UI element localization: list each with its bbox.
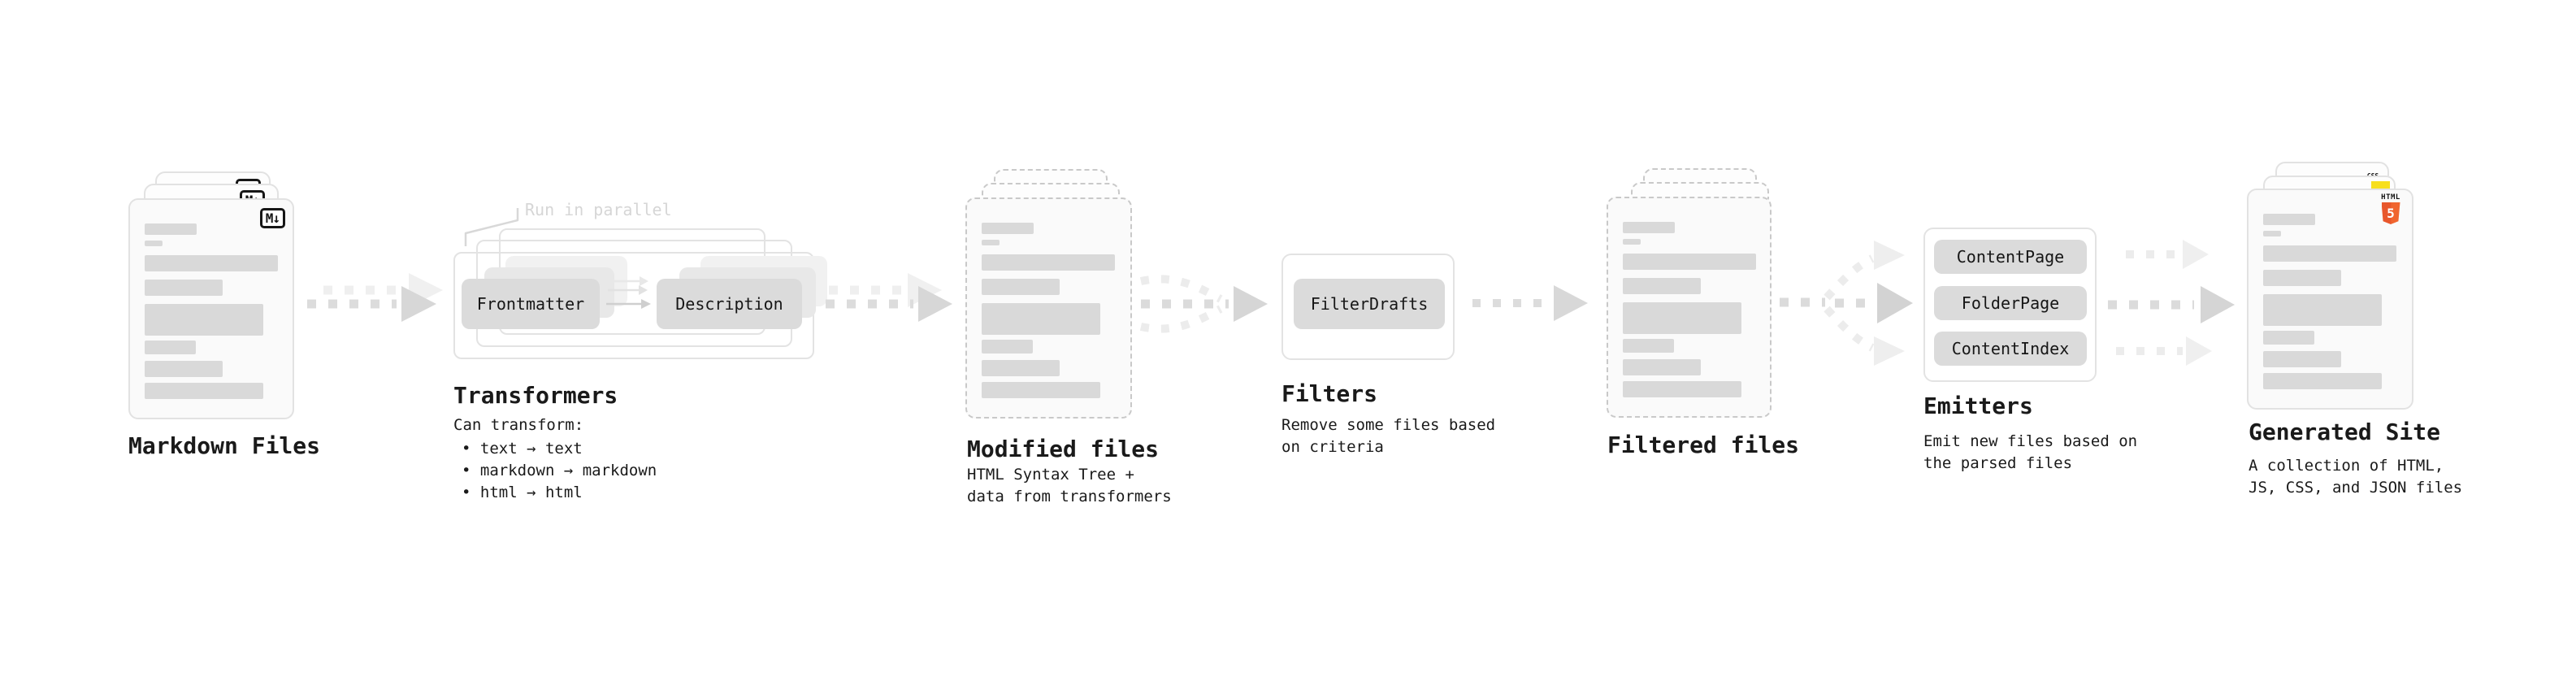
text-placeholder-bar <box>1623 222 1675 233</box>
text-placeholder-bar <box>1623 339 1674 353</box>
text-placeholder-bar <box>2263 294 2382 326</box>
contentpage-box: ContentPage <box>1934 240 2087 274</box>
description-box: Description <box>657 279 802 329</box>
filters-desc: on criteria <box>1281 438 1384 456</box>
generated-site-desc: A collection of HTML, <box>2249 457 2444 475</box>
text-placeholder-bar <box>145 241 163 246</box>
text-placeholder-bar <box>2263 231 2281 236</box>
generated-site-title: Generated Site <box>2249 419 2441 445</box>
text-placeholder-bar <box>1623 302 1741 334</box>
transformers-desc-heading: Can transform: <box>453 416 584 434</box>
modified-files-desc: HTML Syntax Tree + <box>967 466 1134 484</box>
text-placeholder-bar <box>982 340 1033 354</box>
markdown-file-card: M↓ <box>128 198 294 419</box>
text-placeholder-bar <box>1623 278 1701 294</box>
text-placeholder-bar <box>145 280 223 296</box>
emitters-title: Emitters <box>1923 393 2033 419</box>
text-placeholder-bar <box>982 254 1115 271</box>
contentindex-box: ContentIndex <box>1934 332 2087 366</box>
run-in-parallel-callout-line <box>464 208 519 246</box>
folderpage-box: FolderPage <box>1934 286 2087 320</box>
text-placeholder-bar <box>982 240 1000 245</box>
text-placeholder-bar <box>145 361 223 377</box>
html5-icon-number: 5 <box>2387 206 2395 221</box>
parallel-run-arrows <box>606 276 651 309</box>
text-placeholder-bar <box>982 360 1060 376</box>
frontmatter-box: Frontmatter <box>462 279 600 329</box>
text-placeholder-bar <box>1623 254 1756 270</box>
text-placeholder-bar <box>2263 331 2314 345</box>
arrow-filters-to-filtered <box>1472 285 1588 321</box>
file-content-placeholder <box>145 223 278 399</box>
arrow-transformers-to-modified <box>826 273 952 322</box>
text-placeholder-bar <box>982 279 1060 295</box>
file-content-placeholder <box>982 223 1115 398</box>
emitters-desc: the parsed files <box>1923 454 2073 472</box>
markdown-icon: M↓ <box>259 208 285 228</box>
transformers-title: Transformers <box>453 382 618 409</box>
text-placeholder-bar <box>2263 373 2382 389</box>
text-placeholder-bar <box>1623 359 1701 375</box>
text-placeholder-bar <box>1623 381 1741 397</box>
modified-files-title: Modified files <box>967 436 1160 462</box>
text-placeholder-bar <box>2263 270 2341 286</box>
transformers-bullet: • text → text <box>462 440 583 458</box>
filtered-files-title: Filtered files <box>1607 432 1800 458</box>
html5-icon: HTML 5 <box>2380 193 2401 224</box>
text-placeholder-bar <box>2263 245 2396 262</box>
text-placeholder-bar <box>1623 239 1641 245</box>
text-placeholder-bar <box>982 382 1100 398</box>
text-placeholder-bar <box>145 255 278 271</box>
transformers-bullet: • markdown → markdown <box>462 462 657 479</box>
file-content-placeholder <box>1623 222 1756 397</box>
transformers-bullet: • html → html <box>462 484 583 501</box>
run-in-parallel-note: Run in parallel <box>525 200 672 219</box>
text-placeholder-bar <box>145 304 263 336</box>
modified-file-card <box>965 197 1132 419</box>
text-placeholder-bar <box>145 340 196 354</box>
text-placeholder-bar <box>2263 214 2315 225</box>
html5-icon-label: HTML <box>2381 193 2400 202</box>
arrow-filtered-to-emitters <box>1780 241 1913 366</box>
emitters-desc: Emit new files based on <box>1923 432 2138 450</box>
filtered-file-card <box>1607 197 1772 418</box>
text-placeholder-bar <box>982 303 1100 335</box>
filters-title: Filters <box>1281 380 1378 407</box>
text-placeholder-bar <box>145 383 263 399</box>
html5-icon-shield: 5 <box>2381 202 2400 224</box>
filters-desc: Remove some files based <box>1281 416 1496 434</box>
text-placeholder-bar <box>2263 351 2341 367</box>
generated-site-desc: JS, CSS, and JSON files <box>2249 479 2463 497</box>
arrow-markdown-to-transformers <box>307 273 443 322</box>
filterdrafts-box: FilterDrafts <box>1294 279 1445 329</box>
markdown-files-title: Markdown Files <box>128 432 321 459</box>
arrow-emitters-to-generated <box>2108 240 2235 366</box>
text-placeholder-bar <box>982 223 1034 234</box>
generated-file-card-html: HTML 5 <box>2247 189 2413 410</box>
modified-files-desc: data from transformers <box>967 488 1172 505</box>
text-placeholder-bar <box>145 223 197 235</box>
arrow-modified-to-filters <box>1139 275 1268 333</box>
file-content-placeholder <box>2263 214 2396 389</box>
